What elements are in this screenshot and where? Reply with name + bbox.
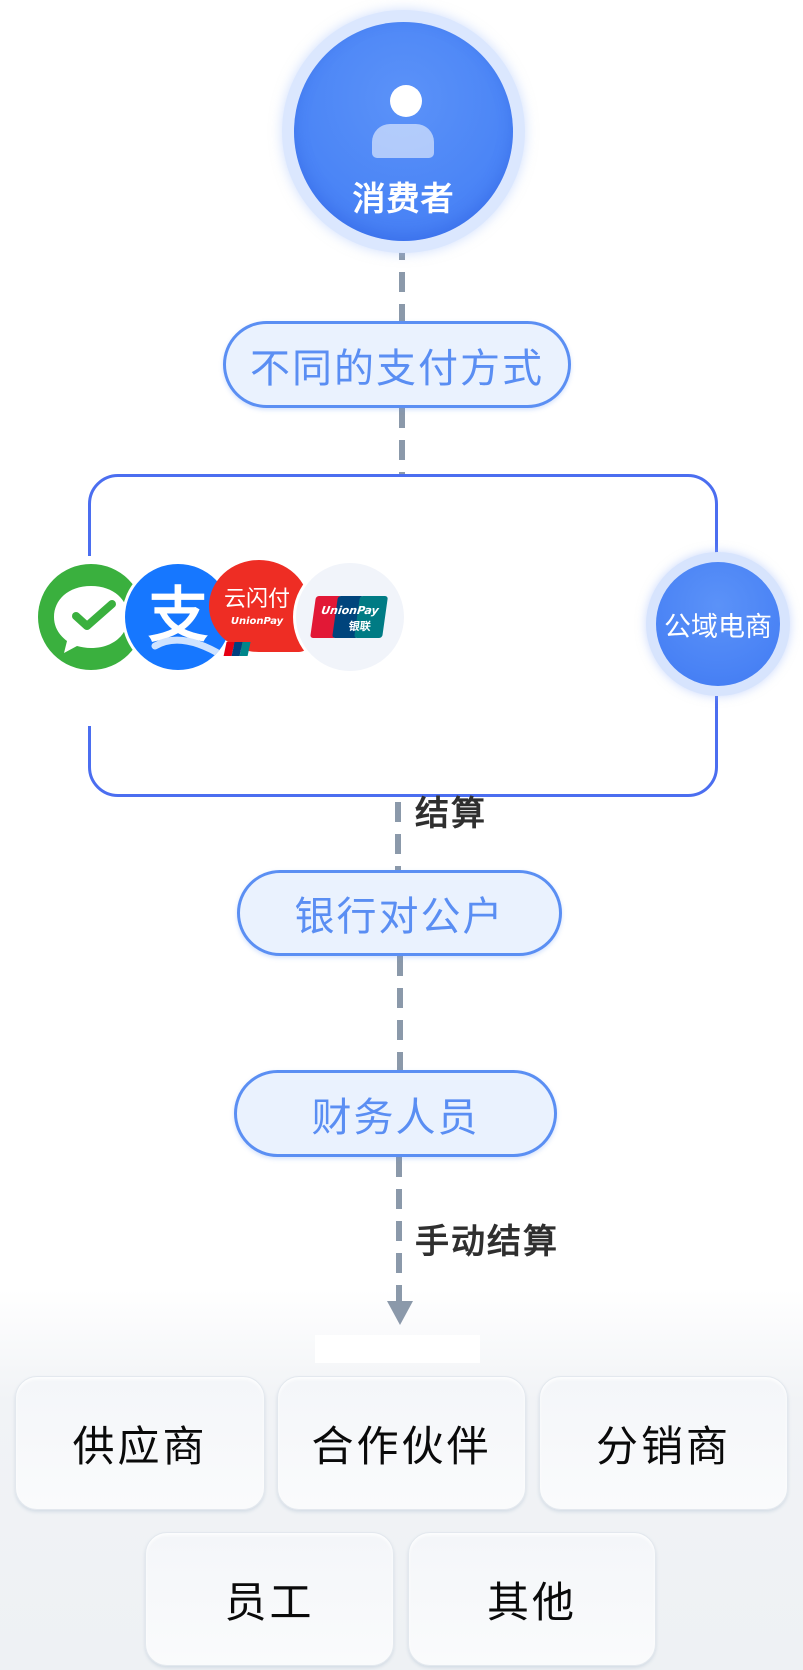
connector-bank-to-finance	[397, 956, 403, 1070]
bank-account-pill[interactable]: 银行对公户	[237, 870, 562, 956]
recipient-label: 分销商	[595, 1421, 731, 1471]
consumer-label: 消费者	[352, 179, 455, 218]
svg-text:UnionPay: UnionPay	[231, 616, 284, 627]
wechat-pay-glyph	[54, 586, 128, 653]
user-icon-body	[372, 124, 434, 158]
connector-finance-to-recipients	[396, 1157, 402, 1301]
label-placeholder	[315, 1335, 480, 1363]
svg-text:UnionPay: UnionPay	[320, 604, 380, 617]
consumer-circle: 消费者	[294, 22, 513, 241]
recipient-card-partner[interactable]: 合作伙伴	[277, 1376, 526, 1510]
finance-staff-label: 财务人员	[311, 1094, 480, 1141]
connector-box-to-bank	[395, 770, 401, 870]
payment-methods-pill[interactable]: 不同的支付方式	[223, 321, 571, 408]
arrow-down-icon	[387, 1301, 413, 1325]
unionpay-icon[interactable]: UnionPay 银联	[296, 563, 404, 671]
recipient-card-employee[interactable]: 员工	[145, 1532, 394, 1666]
connector-consumer-to-payment	[399, 240, 405, 322]
settlement-label: 结算	[415, 794, 487, 834]
user-icon	[390, 85, 422, 117]
recipient-label: 供应商	[72, 1421, 208, 1471]
recipient-label: 合作伙伴	[311, 1421, 492, 1471]
finance-staff-pill[interactable]: 财务人员	[234, 1070, 557, 1157]
svg-text:银联: 银联	[348, 619, 373, 633]
cloud-quickpass-icon[interactable]: 云闪付 UnionPay	[209, 560, 309, 656]
payment-methods-label: 不同的支付方式	[250, 345, 544, 392]
public-ecommerce-node[interactable]: 公域电商	[646, 552, 790, 696]
recipient-card-distributor[interactable]: 分销商	[539, 1376, 788, 1510]
connector-payment-to-box	[399, 408, 405, 474]
consumer-node[interactable]: 消费者	[282, 10, 525, 253]
recipient-label: 其他	[486, 1577, 577, 1627]
cloud-quickpass-glyph: 云闪付 UnionPay	[223, 587, 290, 656]
recipient-label: 员工	[224, 1577, 315, 1627]
manual-settlement-label: 手动结算	[415, 1222, 559, 1262]
recipient-card-other[interactable]: 其他	[408, 1532, 656, 1666]
bank-account-label: 银行对公户	[294, 894, 505, 940]
unionpay-glyph: UnionPay 银联	[310, 596, 388, 638]
public-ecommerce-circle: 公域电商	[656, 562, 780, 686]
recipient-card-supplier[interactable]: 供应商	[15, 1376, 265, 1510]
svg-text:云闪付: 云闪付	[224, 587, 290, 612]
alipay-glyph: 支	[148, 581, 227, 660]
public-ecommerce-label: 公域电商	[664, 611, 772, 643]
wechat-pay-icon[interactable]	[38, 564, 144, 670]
